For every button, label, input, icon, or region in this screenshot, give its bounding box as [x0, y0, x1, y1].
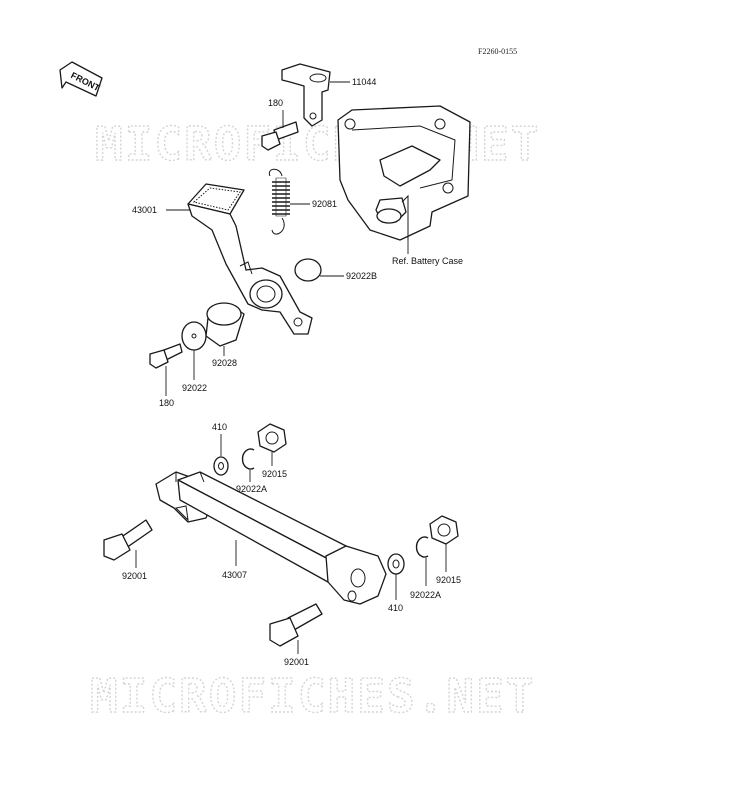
label-92028: 92028 [212, 358, 237, 368]
label-410-top: 410 [212, 422, 227, 432]
label-43007: 43007 [222, 570, 247, 580]
label-92001-left: 92001 [122, 571, 147, 581]
collar-92028 [205, 302, 245, 347]
watermark-top: MICROFICHES.NET [95, 117, 540, 171]
battery-case-frame [337, 105, 471, 241]
label-92022A-right: 92022A [410, 590, 441, 600]
spring-92081 [268, 168, 290, 235]
label-11044: 11044 [352, 77, 376, 87]
label-92015-right: 92015 [436, 575, 461, 585]
nut-92015-top [257, 423, 287, 453]
label-92022A-top: 92022A [236, 484, 267, 494]
bolt-92001-left [103, 519, 153, 561]
brake-rod-43007 [155, 471, 387, 605]
bolt-92001-bottom [269, 603, 323, 647]
watermark-bottom: MICROFICHES.NET [90, 669, 535, 723]
front-arrow-icon: FRONT [59, 61, 103, 97]
label-410-right: 410 [388, 603, 403, 613]
label-180-bottom: 180 [159, 398, 174, 408]
bracket-11044 [281, 63, 331, 127]
label-92015-top: 92015 [262, 469, 287, 479]
label-92022: 92022 [182, 383, 207, 393]
figure-code: F2260-0155 [478, 47, 517, 56]
e-clip-92022A-right [415, 536, 429, 558]
leader-lines [135, 81, 447, 654]
label-92081: 92081 [312, 199, 337, 209]
washer-92022 [181, 321, 207, 351]
washer-410-top [213, 456, 229, 476]
label-180-top: 180 [268, 98, 283, 108]
nut-92015-right [429, 515, 459, 545]
label-92001-bottom: 92001 [284, 657, 309, 667]
ref-battery-case-label: Ref. Battery Case [392, 256, 463, 266]
label-92022B: 92022B [346, 271, 377, 281]
label-43001: 43001 [132, 205, 157, 215]
e-clip-92022A-top [241, 448, 255, 470]
bolt-180-top [261, 121, 299, 151]
washer-410-right [387, 553, 405, 575]
washer-92022B [294, 258, 322, 282]
bolt-180-bottom [149, 343, 183, 369]
brake-pedal-43001 [187, 183, 313, 335]
